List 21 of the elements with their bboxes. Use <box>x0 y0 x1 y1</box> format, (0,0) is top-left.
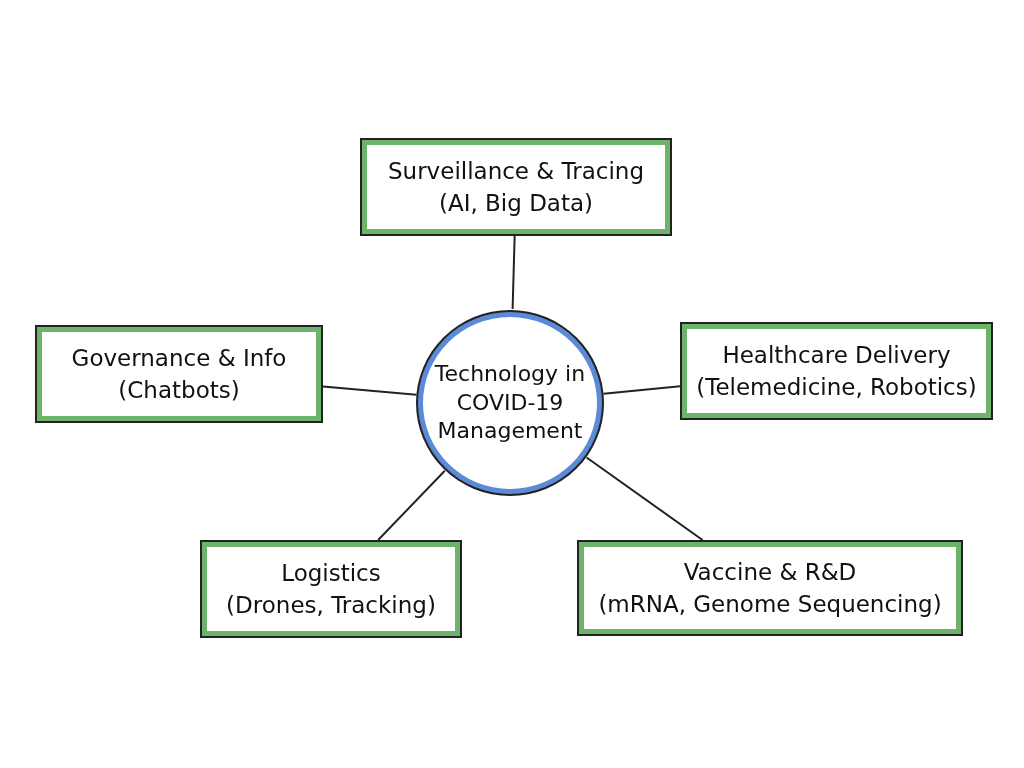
topic-box <box>200 540 462 638</box>
node-detail: (AI, Big Data) <box>438 189 594 218</box>
node-detail: (Telemedicine, Robotics) <box>696 373 977 402</box>
node-detail: (Chatbots) <box>118 376 240 405</box>
connector-line <box>322 385 418 396</box>
node-title: Technology in COVID-19 Management <box>433 360 587 446</box>
node-title: Surveillance & Tracing <box>388 156 644 186</box>
node-detail: (Drones, Tracking) <box>226 591 436 620</box>
topic-box <box>680 322 993 420</box>
topic-box <box>35 325 323 423</box>
connector-line <box>511 235 516 311</box>
topic-box <box>577 540 963 636</box>
connector-line <box>602 385 681 395</box>
node-detail: (mRNA, Genome Sequencing) <box>598 590 942 619</box>
topic-box <box>360 138 672 236</box>
node-title: Vaccine & R&D <box>683 557 857 587</box>
connector-line <box>585 456 704 541</box>
connector-line <box>377 469 446 541</box>
node-title: Healthcare Delivery <box>722 340 951 370</box>
node-title: Logistics <box>281 558 381 588</box>
node-title: Governance & Info <box>71 343 287 373</box>
